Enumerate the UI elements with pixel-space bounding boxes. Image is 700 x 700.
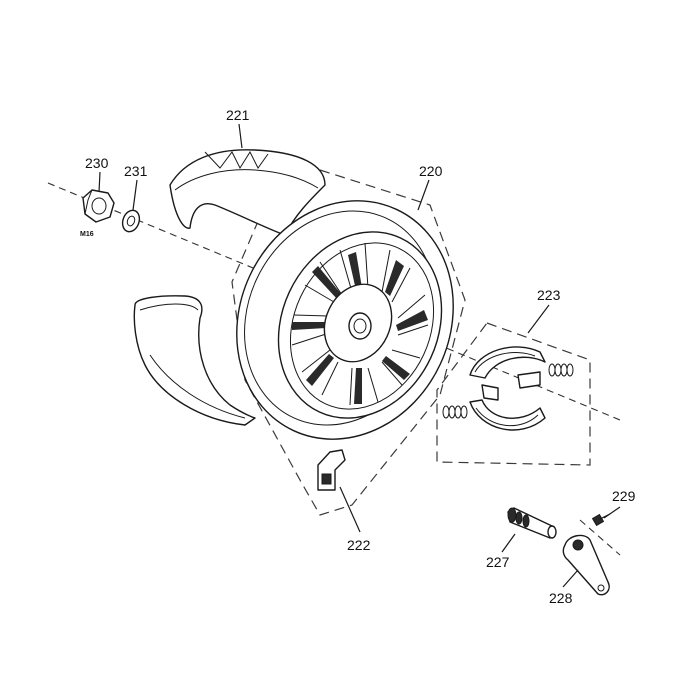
screw-229 (591, 513, 611, 527)
callout-labels: 221 220 230 231 223 222 229 227 228 (85, 107, 636, 606)
callout-228: 228 (549, 590, 573, 606)
callout-223: 223 (537, 287, 561, 303)
callout-222: 222 (347, 537, 371, 553)
leader-lines (98, 123, 621, 588)
valve-222 (317, 449, 346, 491)
wheel-rim-220 (236, 200, 454, 440)
brake-cam-227 (507, 507, 557, 539)
callout-227: 227 (486, 554, 510, 570)
washer-231 (121, 209, 141, 233)
wheel-group-outline (231, 169, 466, 516)
brake-lever-228 (562, 534, 610, 596)
callout-231: 231 (124, 163, 148, 179)
nut-230: M16 (80, 189, 115, 238)
brake-shoe-group-outline (436, 322, 591, 466)
lever-centerline (579, 519, 621, 556)
brake-shoes-223 (442, 346, 574, 431)
callout-229: 229 (612, 488, 636, 504)
callout-221: 221 (226, 107, 250, 123)
callout-230: 230 (85, 155, 109, 171)
nut-size-mark: M16 (80, 231, 94, 238)
callout-220: 220 (419, 163, 443, 179)
